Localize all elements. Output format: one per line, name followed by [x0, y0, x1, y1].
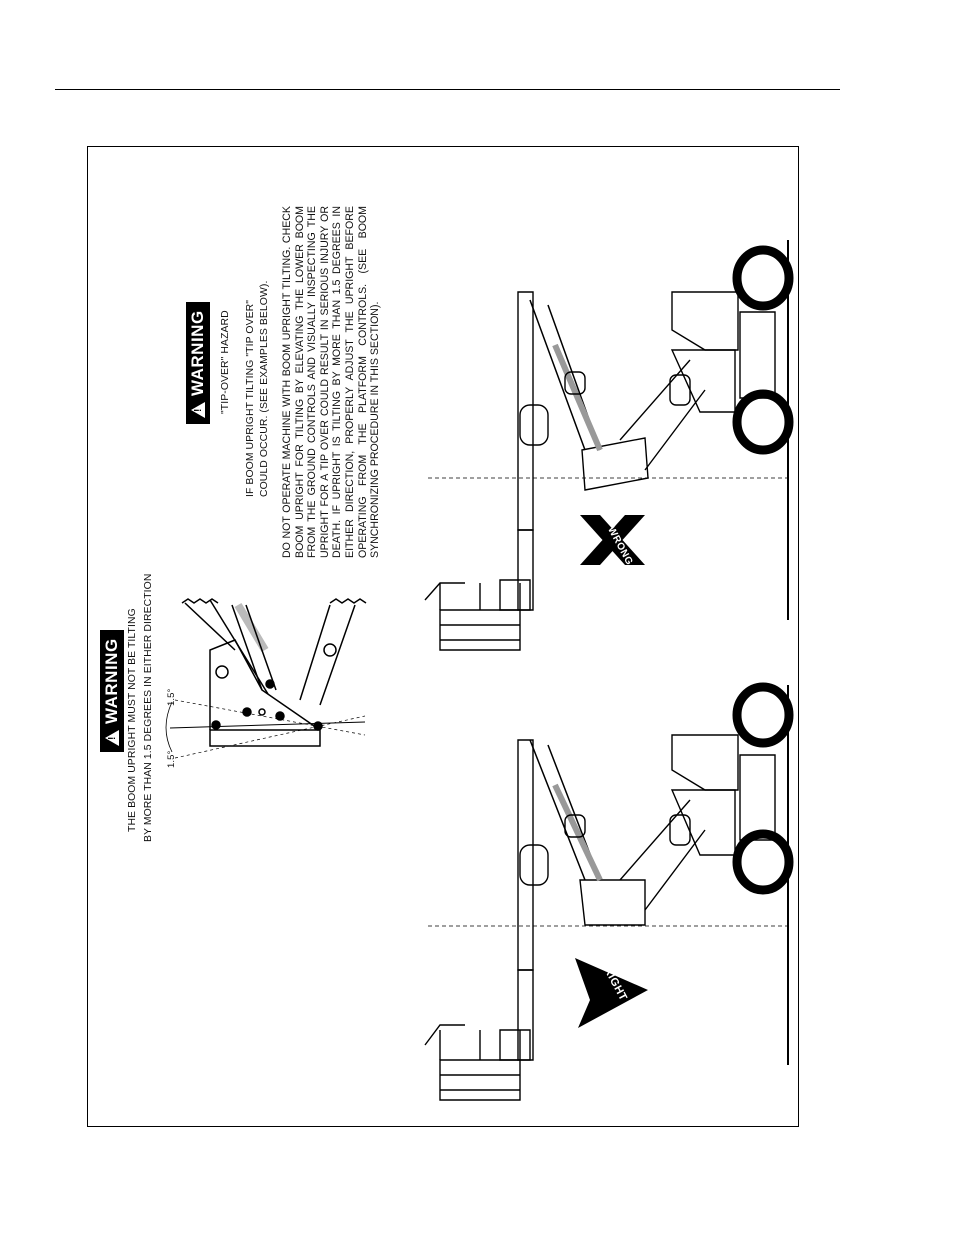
wrong-x-icon	[580, 515, 645, 565]
right-check-icon	[575, 958, 648, 1028]
hazard-title: "TIP-OVER" HAZARD	[220, 310, 231, 414]
left-warning-line1: THE BOOM UPRIGHT MUST NOT BE TILTING	[127, 608, 138, 832]
angle-label-right: 1.5°	[166, 688, 177, 706]
boom-upright-detail	[165, 598, 367, 759]
left-warning-badge-label: WARNING	[102, 638, 121, 724]
hazard-intro-line1: IF BOOM UPRIGHT TILTING "TIP OVER"	[245, 299, 256, 497]
header-rule	[55, 89, 840, 90]
left-warning-line2: BY MORE THAN 1.5 DEGREES IN EITHER DIREC…	[143, 573, 154, 842]
right-warning-badge: WARNING	[186, 302, 210, 424]
hazard-intro-line2: COULD OCCUR. (SEE EXAMPLES BELOW).	[259, 280, 270, 497]
machine-wrong-drawing	[424, 240, 794, 651]
angle-label-left: 1.5°	[166, 750, 177, 768]
warning-triangle-icon	[105, 730, 119, 746]
right-warning-badge-label: WARNING	[188, 310, 207, 396]
hazard-body-text: DO NOT OPERATE MACHINE WITH BOOM UPRIGHT…	[281, 206, 382, 558]
machine-right-drawing	[424, 682, 794, 1101]
figure-frame	[87, 146, 799, 1127]
left-warning-badge: WARNING	[100, 630, 124, 752]
warning-triangle-icon	[191, 402, 205, 418]
